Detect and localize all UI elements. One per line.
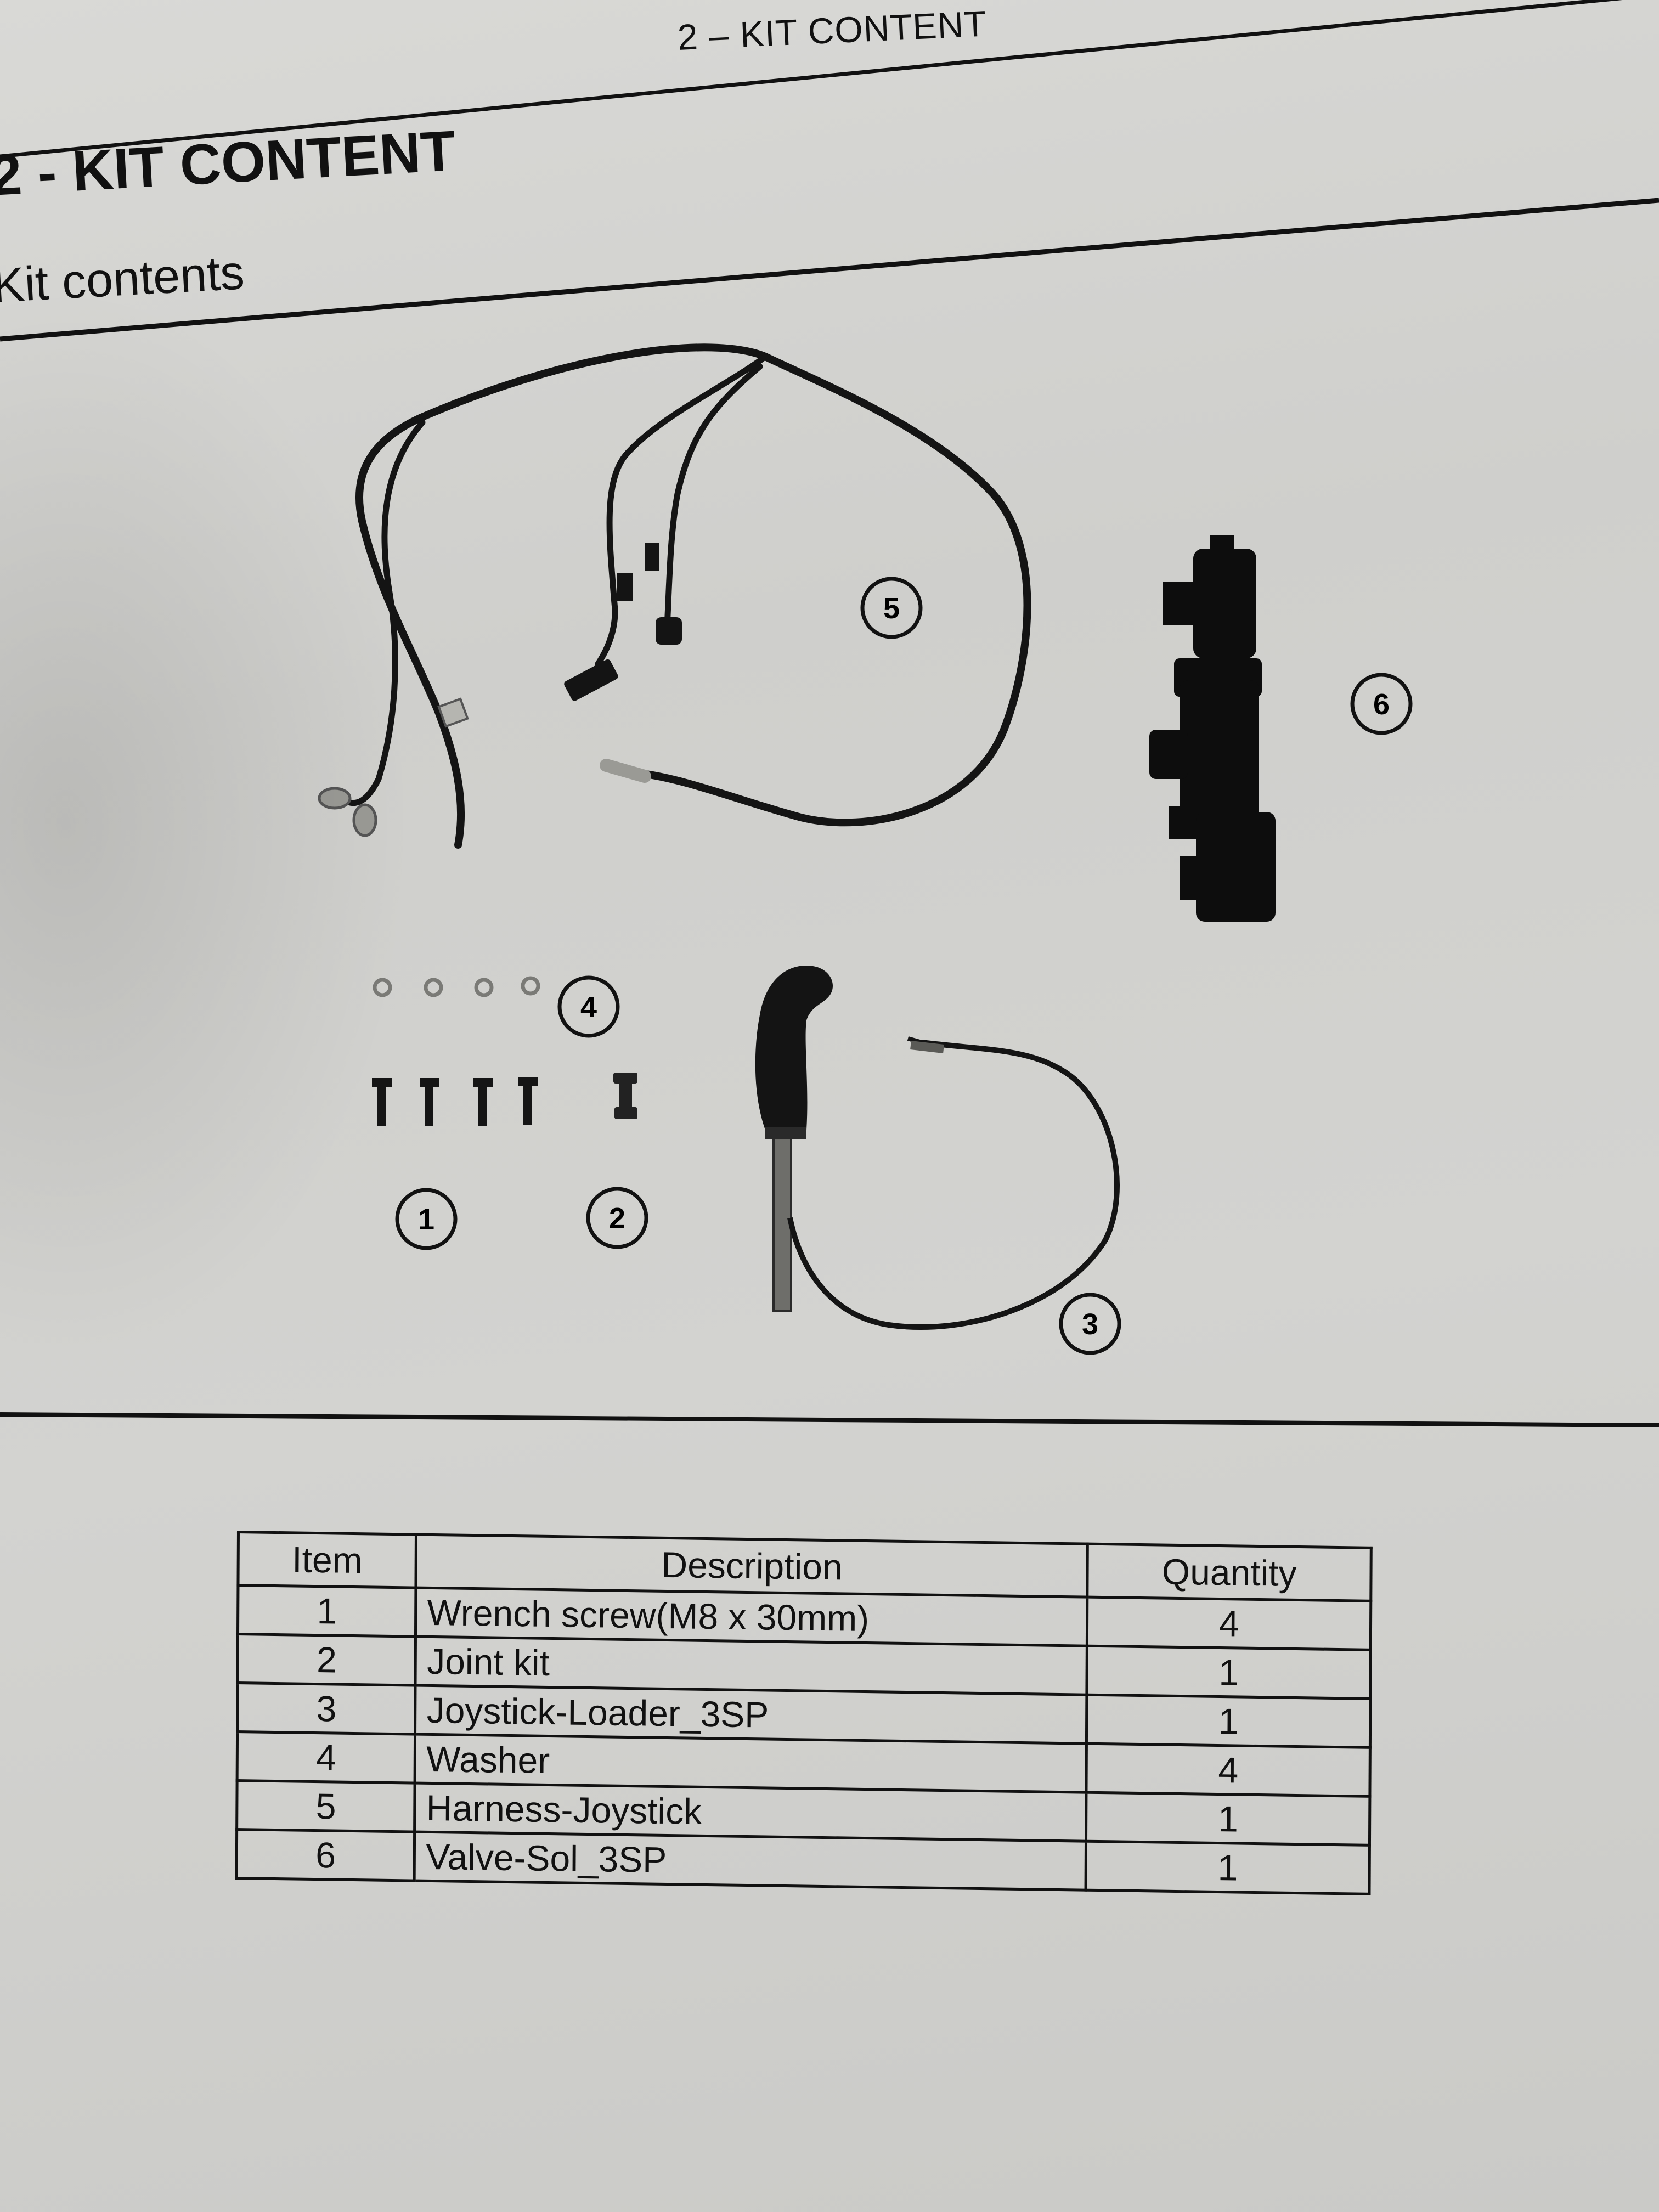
callout-5-label: 5 [883,592,900,625]
section-rule [0,198,1659,342]
header-description: Description [416,1534,1088,1598]
cell-quantity: 4 [1086,1743,1370,1797]
callout-3: 3 [1059,1293,1121,1355]
cell-description: Washer [415,1734,1087,1793]
wrench-screws-drawing [372,1077,538,1126]
cell-description: Valve-Sol_3SP [414,1832,1086,1891]
cell-item: 4 [237,1731,416,1784]
callout-4: 4 [557,975,620,1038]
figure-bottom-rule [0,1412,1659,1427]
cell-quantity: 1 [1087,1646,1371,1699]
cell-description: Joystick-Loader_3SP [415,1685,1087,1744]
joystick-loader-drawing [755,966,1120,1330]
cell-quantity: 1 [1086,1792,1370,1846]
callout-6: 6 [1350,673,1413,735]
cell-item: 6 [236,1829,415,1881]
header-rule [0,0,1623,159]
cell-item: 1 [238,1585,416,1637]
valve-sol-drawing [1149,535,1276,922]
cell-description: Joint kit [415,1637,1087,1695]
cell-item: 5 [236,1780,415,1832]
cell-item: 2 [238,1634,416,1686]
cell-item: 3 [237,1683,416,1735]
washers-drawing [373,976,540,997]
cell-quantity: 1 [1086,1695,1370,1748]
callout-2-label: 2 [609,1202,625,1235]
callout-1-label: 1 [418,1203,435,1236]
cell-description: Wrench screw(M8 x 30mm) [415,1588,1088,1646]
callout-2: 2 [586,1187,648,1249]
callout-6-label: 6 [1373,688,1390,721]
cell-description: Harness-Joystick [415,1783,1087,1842]
callout-1: 1 [395,1188,458,1250]
cell-quantity: 4 [1087,1597,1371,1650]
kit-table-wrapper: Item Description Quantity 1 Wrench screw… [235,1531,1373,1895]
callout-5: 5 [860,577,923,639]
callout-3-label: 3 [1082,1308,1098,1341]
harness-joystick-drawing [318,343,1031,849]
cell-quantity: 1 [1086,1841,1370,1894]
header-quantity: Quantity [1087,1544,1372,1601]
callout-4-label: 4 [580,991,597,1024]
header-item: Item [238,1532,416,1588]
joint-kit-drawing [613,1073,637,1119]
kit-table: Item Description Quantity 1 Wrench screw… [235,1531,1373,1895]
